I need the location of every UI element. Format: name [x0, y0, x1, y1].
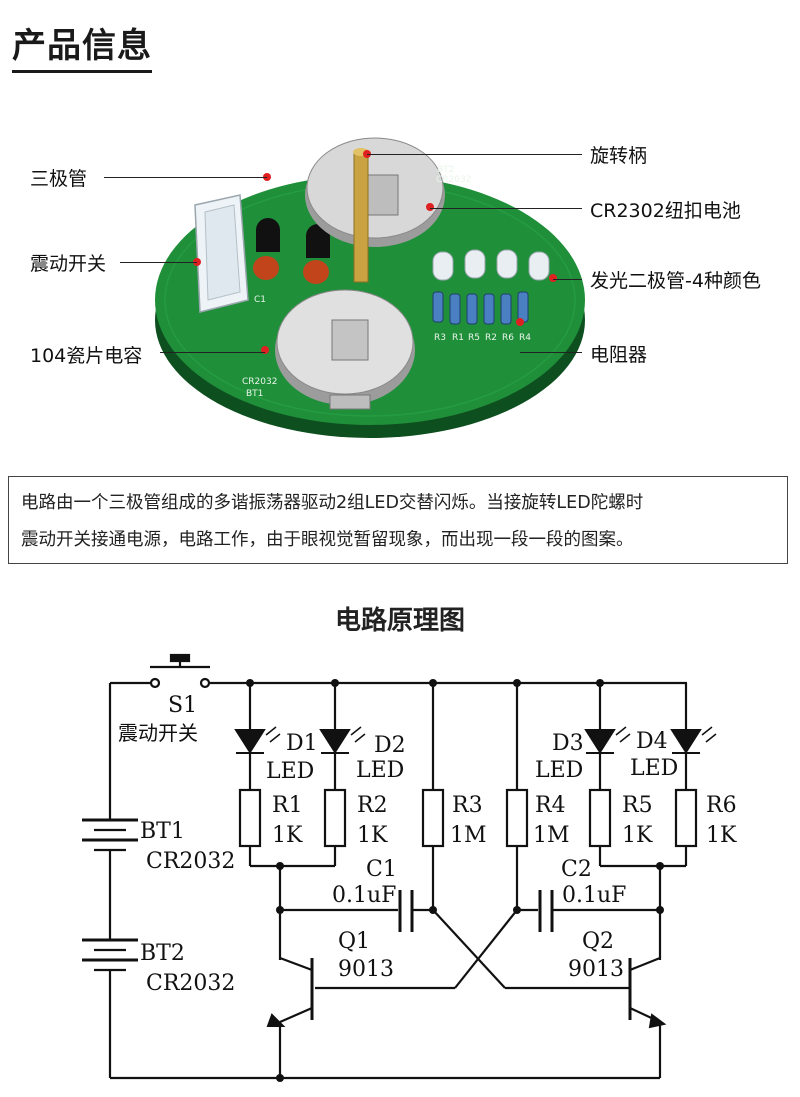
silk-r-label: R4 — [519, 333, 531, 343]
page-title: 产品信息 — [12, 26, 152, 66]
label-capacitor: 104瓷片电容 — [30, 345, 143, 367]
label-r1: R1 — [272, 793, 303, 818]
resistor-parts — [432, 291, 529, 325]
description-line-2: 震动开关接通电源，电路工作，由于眼视觉暂留现象，而出现一段一段的图案。 — [21, 530, 634, 550]
label-s1: S1 — [168, 693, 197, 718]
silk-r-label: R6 — [502, 333, 514, 343]
lower-battery — [275, 289, 415, 410]
label-d4: D4 — [636, 729, 668, 754]
label-c1-val: 0.1uF — [332, 883, 396, 908]
label-bt2-model: CR2032 — [146, 971, 235, 996]
transistor-part — [256, 218, 330, 258]
silk-r-label: R3 — [434, 333, 446, 343]
label-bt1: BT1 — [140, 819, 185, 844]
label-r3-val: 1M — [450, 823, 487, 848]
description-line-1: 电路由一个三极管组成的多谐振荡器驱动2组LED交替闪烁。当接旋转LED陀螺时 — [21, 493, 644, 513]
vibration-switch-part — [194, 194, 249, 313]
silk-r-label: R1 — [452, 333, 464, 343]
label-r1-val: 1K — [272, 823, 303, 848]
label-d3: D3 — [552, 731, 584, 756]
label-r4-val: 1M — [533, 823, 570, 848]
label-r6: R6 — [706, 793, 737, 818]
spin-handle-part — [353, 148, 369, 283]
callout-line-battery — [430, 208, 582, 209]
label-r2: R2 — [357, 793, 388, 818]
silk-r-label: R5 — [468, 333, 480, 343]
product-photo: CR2032 BT1 BT2 CR2032 C1 R3 R1 R5 R2 R6 … — [155, 137, 585, 438]
silk-c1: C1 — [254, 295, 266, 305]
callout-line-resistors — [520, 352, 582, 353]
label-r5-val: 1K — [622, 823, 653, 848]
silk-r-label: R2 — [485, 333, 497, 343]
label-transistor: 三极管 — [30, 168, 88, 190]
label-d1: D1 — [286, 731, 318, 756]
label-r5: R5 — [622, 793, 653, 818]
circuit-schematic: S1 震动开关 BT1 CR2032 BT2 CR2032 D1 LED D2 … — [82, 653, 737, 1082]
upper-battery — [305, 137, 445, 247]
label-c1: C1 — [366, 857, 397, 882]
label-c2-val: 0.1uF — [562, 883, 626, 908]
led-parts — [432, 249, 550, 281]
silk-bt1: BT1 — [246, 389, 263, 399]
callout-line-transistor — [104, 177, 267, 178]
label-s1-desc: 震动开关 — [118, 721, 198, 745]
label-d4-led: LED — [630, 756, 678, 781]
silk-bt2-model: CR2032 — [436, 175, 471, 185]
label-bt2: BT2 — [140, 941, 185, 966]
label-d3-led: LED — [535, 758, 583, 783]
callout-line-handle — [367, 154, 582, 155]
callout-line-switch — [120, 262, 197, 263]
silk-bt1-model: CR2032 — [242, 377, 277, 387]
schematic-title: 电路原理图 — [334, 606, 465, 636]
label-leds: 发光二极管-4种颜色 — [590, 270, 761, 292]
callout-line-leds — [553, 279, 582, 280]
title-underline — [12, 70, 152, 73]
label-bt1-model: CR2032 — [146, 849, 235, 874]
capacitor-part — [253, 256, 329, 284]
silk-bt2: BT2 — [437, 165, 454, 175]
label-resistors: 电阻器 — [590, 344, 648, 366]
label-q2-model: 9013 — [568, 957, 624, 982]
label-d2: D2 — [374, 733, 406, 758]
description-box: 电路由一个三极管组成的多谐振荡器驱动2组LED交替闪烁。当接旋转LED陀螺时 震… — [8, 476, 788, 564]
label-r2-val: 1K — [357, 823, 388, 848]
label-q2: Q2 — [582, 929, 614, 954]
label-battery: CR2302纽扣电池 — [590, 200, 741, 222]
label-c2: C2 — [561, 857, 592, 882]
callout-dots — [193, 150, 557, 354]
label-spin-handle: 旋转柄 — [590, 145, 648, 167]
label-q1: Q1 — [338, 929, 370, 954]
label-r4: R4 — [535, 793, 566, 818]
label-r6-val: 1K — [706, 823, 737, 848]
label-d2-led: LED — [356, 758, 404, 783]
label-d1-led: LED — [266, 759, 314, 784]
label-q1-model: 9013 — [338, 957, 394, 982]
callout-line-capacitor — [160, 352, 265, 353]
label-vibration-switch: 震动开关 — [30, 253, 107, 275]
label-r3: R3 — [452, 793, 483, 818]
